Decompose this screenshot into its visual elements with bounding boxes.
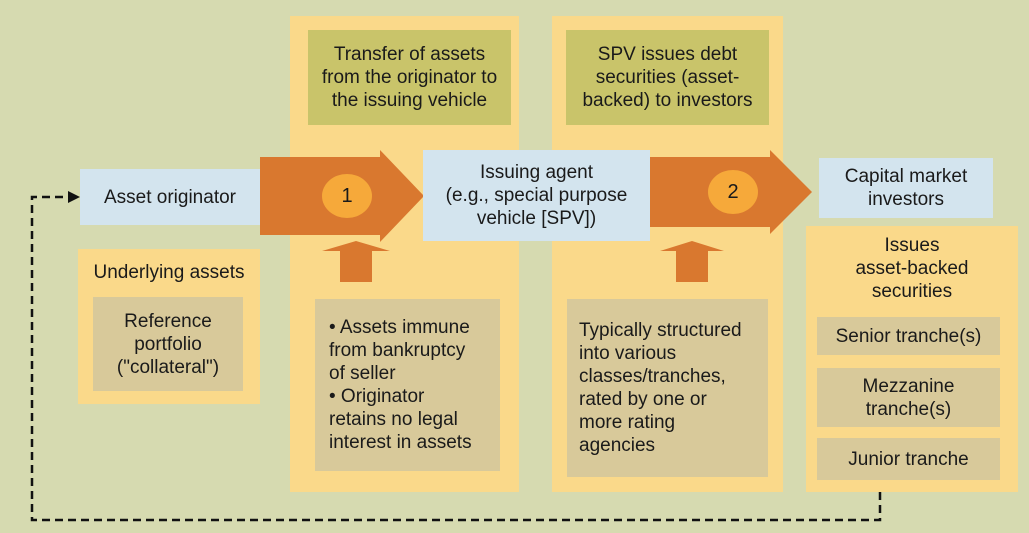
spv-issues-box: SPV issues debt securities (asset- backe… <box>566 30 769 125</box>
mezzanine-tranche-text: Mezzanine tranche(s) <box>862 375 955 420</box>
capital-market-investors-box: Capital market investors <box>819 158 993 218</box>
step-1-circle: 1 <box>322 174 372 218</box>
spv-issues-text: SPV issues debt securities (asset- backe… <box>582 44 753 111</box>
mezzanine-tranche-box: Mezzanine tranche(s) <box>817 368 1000 427</box>
asset-originator-text: Asset originator <box>103 186 236 208</box>
asset-immunity-text: • Assets immune from bankruptcy of selle… <box>329 317 472 453</box>
issuing-agent-box: Issuing agent (e.g., special purpose veh… <box>423 150 650 241</box>
capital-market-investors-text: Capital market investors <box>844 166 968 210</box>
step-2-number: 2 <box>727 180 739 203</box>
feedback-loop-line <box>30 195 882 522</box>
transfer-assets-text: Transfer of assets from the originator t… <box>321 44 498 111</box>
support-arrow-2 <box>660 241 724 282</box>
support-arrow-1 <box>322 241 390 282</box>
transfer-assets-box: Transfer of assets from the originator t… <box>308 30 511 125</box>
tranche-structure-text: Typically structured into various classe… <box>579 320 742 456</box>
asset-immunity-notes: • Assets immune from bankruptcy of selle… <box>315 299 500 471</box>
tranche-structure-notes: Typically structured into various classe… <box>567 299 768 477</box>
underlying-assets-title: Underlying assets <box>93 261 245 283</box>
junior-tranche-box: Junior tranche <box>817 438 1000 480</box>
junior-tranche-text: Junior tranche <box>848 448 969 470</box>
asset-originator-box: Asset originator <box>80 169 260 225</box>
reference-portfolio-box: Reference portfolio ("collateral") <box>93 297 243 391</box>
senior-tranche-box: Senior tranche(s) <box>817 317 1000 355</box>
reference-portfolio-text: Reference portfolio ("collateral") <box>116 310 220 378</box>
senior-tranche-text: Senior tranche(s) <box>835 325 982 347</box>
step-1-number: 1 <box>341 184 353 207</box>
feedback-arrowhead <box>68 191 80 203</box>
issues-abs-title: Issues asset-backed securities <box>855 234 969 302</box>
issuing-agent-text: Issuing agent (e.g., special purpose veh… <box>445 162 628 229</box>
step-2-circle: 2 <box>708 170 758 214</box>
